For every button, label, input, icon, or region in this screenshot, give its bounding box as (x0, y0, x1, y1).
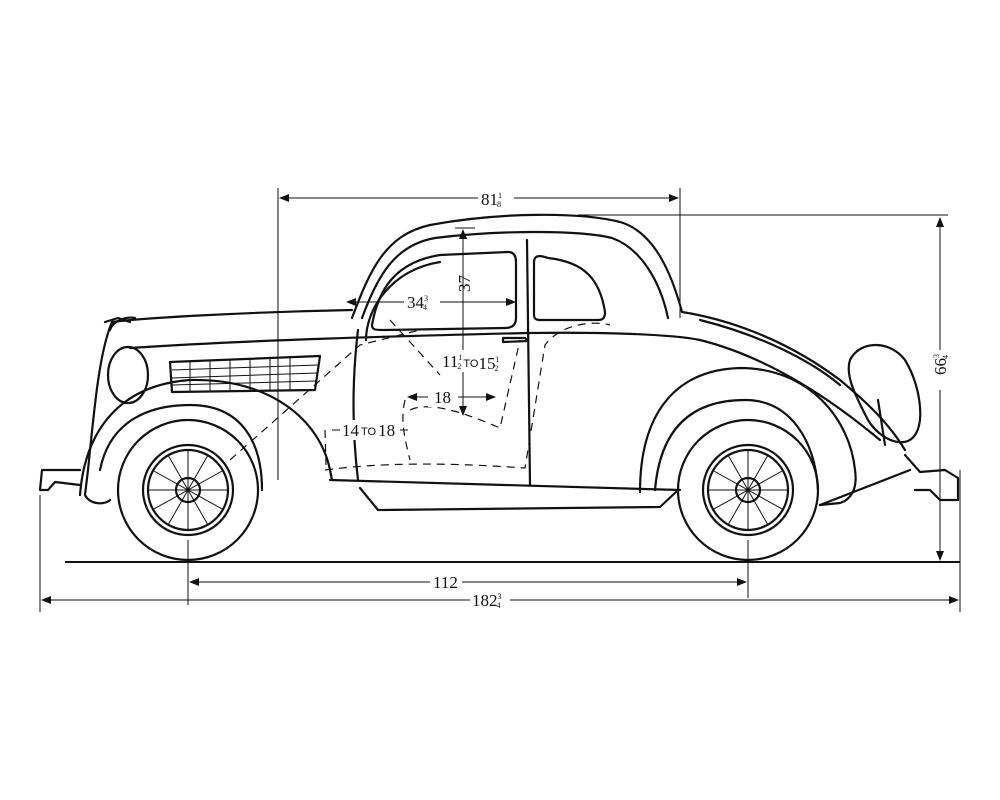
wheelbase-dimension: 112 (433, 573, 458, 592)
front-wheel (116, 418, 260, 562)
overall-height-dimension: 6634 (931, 354, 950, 375)
rear-wheel (676, 418, 820, 562)
seat-depth-dimension: 18 (434, 388, 451, 407)
seat-to-roof-dimension: 37 (455, 275, 474, 293)
extension-lines (39, 188, 961, 612)
car-body (38, 213, 960, 512)
interior-outline (229, 319, 611, 471)
